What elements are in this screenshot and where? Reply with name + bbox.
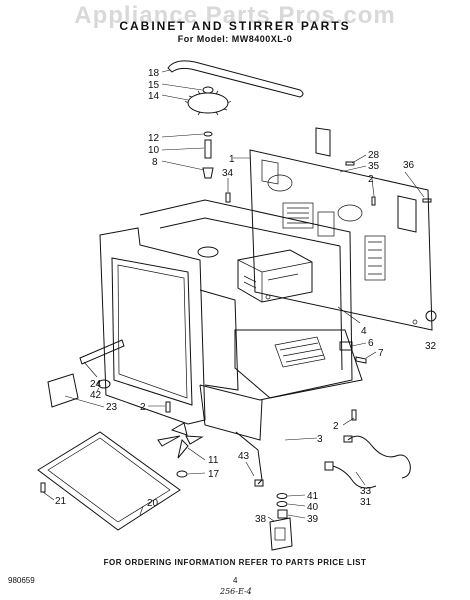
- callout-4: 4: [361, 326, 367, 337]
- callout-2-lower-right: 2: [333, 421, 339, 432]
- back-panel-part: [249, 127, 433, 331]
- callout-2-lower-left: 2: [140, 402, 146, 413]
- ordering-info-note: FOR ORDERING INFORMATION REFER TO PARTS …: [103, 558, 367, 567]
- callout-43: 43: [238, 451, 250, 462]
- callout-8: 8: [152, 157, 158, 168]
- callout-42: 42: [90, 390, 102, 401]
- callout-35: 35: [368, 161, 380, 172]
- callout-21: 21: [55, 496, 67, 507]
- fan-blade-part: [157, 422, 204, 478]
- callout-40: 40: [307, 502, 319, 513]
- wiring-harness-part: [324, 435, 411, 489]
- callout-28: 28: [368, 150, 380, 161]
- screws-part: [165, 161, 432, 421]
- callout-23: 23: [106, 402, 118, 413]
- callout-41: 41: [307, 491, 319, 502]
- bottom-plate-part: [37, 431, 181, 531]
- callout-33: 33: [360, 486, 372, 497]
- callout-3: 3: [317, 434, 323, 445]
- callout-34: 34: [222, 168, 234, 179]
- callout-1: 1: [229, 154, 235, 165]
- leader-lines: [42, 69, 425, 522]
- oven-cavity-part: [139, 199, 363, 441]
- stirrer-blade-part: [184, 86, 232, 116]
- callout-15: 15: [148, 80, 160, 91]
- callout-38: 38: [255, 514, 267, 525]
- callout-18: 18: [148, 68, 160, 79]
- callout-6: 6: [368, 338, 374, 349]
- page-title: CABINET AND STIRRER PARTS: [119, 19, 351, 33]
- callout-39: 39: [307, 514, 319, 525]
- watermark: Appliance Parts Pros.com: [74, 2, 396, 29]
- callout-24: 24: [90, 379, 102, 390]
- screw-34-part: [225, 192, 231, 203]
- callout-2-upper: 2: [368, 174, 374, 185]
- callout-11: 11: [208, 455, 219, 466]
- side-grille-part: [47, 339, 125, 408]
- belt-part: [167, 60, 304, 98]
- callout-20: 20: [147, 498, 159, 509]
- rod-part: [235, 431, 264, 487]
- callout-14: 14: [148, 91, 160, 102]
- callout-12: 12: [148, 133, 160, 144]
- stirrer-shaft-part: [202, 131, 214, 179]
- model-label: For Model: MW8400XL-0: [177, 34, 293, 44]
- page-number: 4: [233, 576, 238, 585]
- front-frame-part: [99, 227, 239, 425]
- stirrer-motor-part: [269, 493, 293, 551]
- callout-32: 32: [425, 341, 437, 352]
- callout-36: 36: [403, 160, 415, 171]
- callout-10: 10: [148, 145, 160, 156]
- foot-screw-part: [40, 482, 46, 493]
- handwritten-note: 256-E-4: [220, 587, 252, 596]
- callout-31: 31: [360, 497, 372, 508]
- callout-labels: 18 15 14 12 10 8 34 1 28 35 36 2 4 6 7 3…: [55, 68, 437, 525]
- callout-17: 17: [208, 469, 220, 480]
- callout-7: 7: [378, 348, 384, 359]
- document-number: 980659: [8, 576, 35, 585]
